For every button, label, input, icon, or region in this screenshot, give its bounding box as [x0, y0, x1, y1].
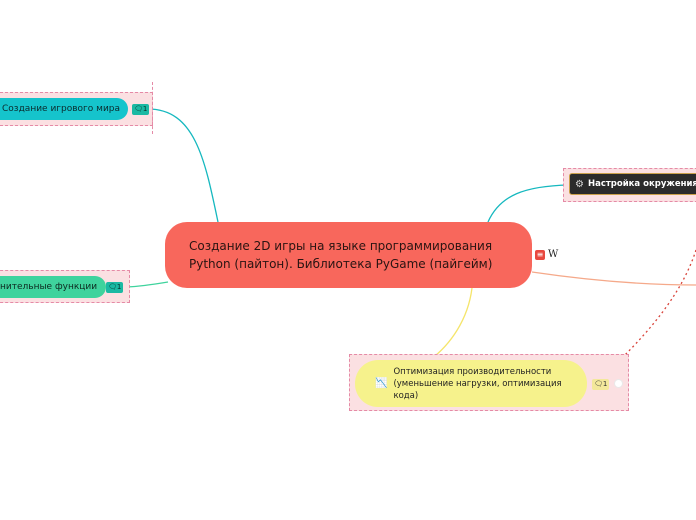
node-label: Создание игрового мира — [2, 104, 121, 114]
central-topic[interactable]: Создание 2D игры на языке программирован… — [165, 222, 532, 288]
comment-icon: 🗨 — [594, 380, 603, 388]
node-label-line3: кода) — [393, 390, 419, 401]
connector-world — [147, 108, 219, 223]
comment-badge-opt[interactable]: 🗨1 — [592, 379, 610, 390]
node-extra-functions[interactable]: нительные функции — [0, 276, 106, 298]
comment-badge-extra[interactable]: 🗨1 — [106, 282, 124, 293]
node-performance-optimization[interactable]: 📉 Оптимизация производительности (уменьш… — [355, 360, 587, 407]
node-environment-setup[interactable]: ⚙ Настройка окружения — [569, 173, 696, 195]
collapse-toggle[interactable] — [614, 379, 623, 388]
connector-right — [531, 271, 696, 286]
node-label: нительные функции — [0, 282, 98, 292]
central-title-line1: Создание 2D игры на языке программирован… — [189, 239, 493, 253]
comment-icon: 🗨 — [108, 283, 117, 291]
connector-extra — [123, 281, 169, 288]
comment-icon: 🗨 — [134, 105, 143, 113]
node-create-game-world[interactable]: Создание игрового мира — [0, 98, 128, 120]
connector-env — [487, 184, 570, 223]
node-label-line1: Оптимизация производительности — [393, 366, 552, 377]
link-label[interactable]: W — [548, 249, 559, 260]
central-title-line2: Python (пайтон). Библиотека PyGame (пайг… — [189, 257, 493, 271]
node-label: Настройка окружения — [587, 179, 696, 189]
node-label-line2: (уменьшение нагрузки, оптимизация — [393, 378, 562, 389]
central-text: Создание 2D игры на языке программирован… — [189, 237, 492, 273]
comment-badge-world[interactable]: 🗨1 — [132, 104, 150, 115]
node-text: Оптимизация производительности (уменьшен… — [393, 366, 561, 402]
frame-world-dash-v — [152, 82, 153, 134]
gear-icon: ⚙ — [575, 178, 584, 190]
chart-icon: 📉 — [375, 377, 388, 389]
menu-icon[interactable]: ≡ — [535, 250, 545, 260]
connector-opt — [429, 287, 473, 361]
